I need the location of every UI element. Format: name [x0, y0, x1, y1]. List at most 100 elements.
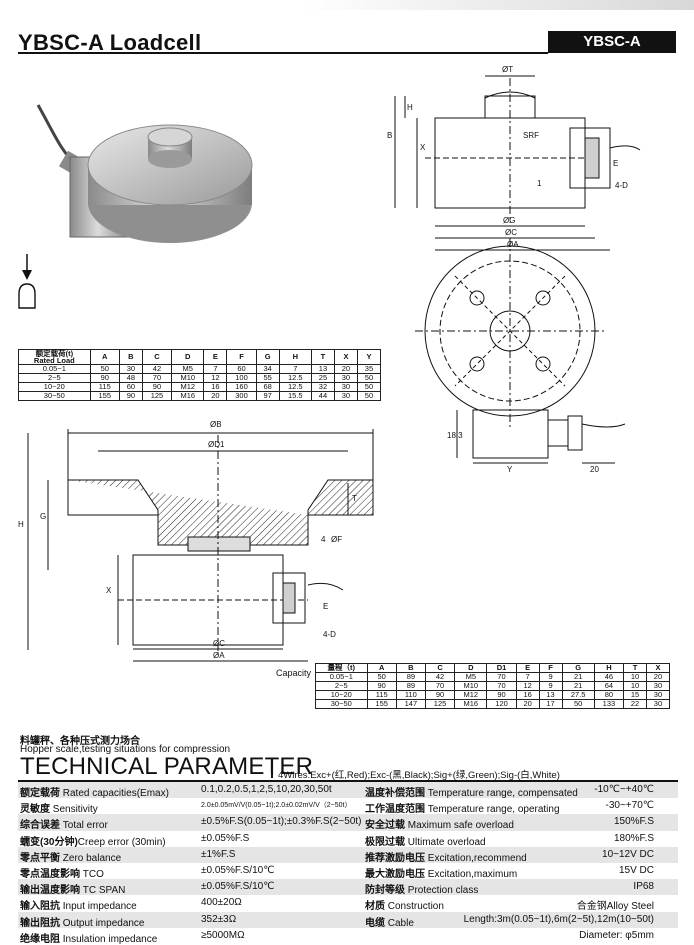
table-cell: 22: [623, 699, 647, 709]
param-label-2-en: Cable: [385, 917, 414, 929]
param-value-2: 150%F.S: [613, 816, 654, 828]
parameter-row: 零点平衡 Zero balance ±1%F.S 推荐激励电压 Excitation…: [18, 846, 678, 864]
table-cell: 30: [645, 699, 671, 709]
param-label-cn: 额定载荷: [20, 788, 60, 799]
usage-cn: 料罐秤、各种压式测力场合: [20, 736, 140, 747]
column-header: X: [333, 349, 358, 365]
param-label-en: Output impedance: [60, 917, 145, 929]
title-rule: [18, 52, 548, 54]
param-label-cn: 输出温度影响: [20, 885, 80, 897]
column-header: Y: [356, 349, 382, 365]
param-label-2: 推荐激励电压 Excitation,recommend: [365, 849, 527, 864]
param-label: 灵敏度 Sensitivity: [20, 800, 98, 815]
table-cell: 125: [141, 391, 173, 401]
table-cell: 15.5: [278, 391, 312, 401]
tech-title-bar: [271, 758, 273, 778]
table-cell: 97: [255, 391, 280, 401]
table-cell: 120: [486, 699, 517, 709]
column-header: D: [171, 349, 205, 365]
param-label: 零点平衡 Zero balance: [20, 849, 121, 864]
dim-label: X: [106, 586, 112, 595]
param-label-2-cn: 材质: [365, 901, 385, 913]
param-label: 输入阻抗 Input impedance: [20, 897, 137, 912]
param-value: 2.0±0.05mV/V(0.05~1t);2.0±0.02mV/V（2~50t…: [201, 802, 352, 810]
dim-label: 20: [590, 465, 599, 474]
param-value-2: 180%F.S: [613, 832, 654, 844]
param-value: ±0.05%F.S: [201, 832, 250, 844]
param-label-2-en: Ultimate overload: [405, 836, 486, 848]
param-label: 绝缘电阻 Insulation impedance: [20, 930, 157, 945]
param-label-en: Input impedance: [60, 901, 137, 913]
param-label: 综合误差 Total error: [20, 816, 108, 831]
param-label-en: TC SPAN: [80, 885, 126, 897]
table-cell: 133: [593, 699, 625, 709]
capacity-label: Capacity: [276, 668, 312, 678]
table-cell: 155: [89, 391, 120, 401]
param-label-2: 最大激励电压 Excitation,maximum: [365, 865, 517, 880]
param-label-2-cn: 防封等级: [365, 885, 405, 897]
param-label-2-cn: 推荐激励电压: [365, 852, 425, 864]
header-cn: 额定载荷(t): [35, 349, 74, 358]
wires-note: 4Wires:Exc+(红,Red);Exc-(黑,Black);Sig+(绿,…: [278, 770, 560, 781]
dim-label: ØG: [503, 216, 515, 225]
table-cell: 50: [561, 699, 595, 709]
parameter-row: 蠕变(30分钟)Creep error (30min) ±0.05%F.S 极限过载…: [18, 831, 678, 848]
param-label-en: Sensitivity: [50, 804, 98, 816]
param-label-2: 防封等级 Protection class: [365, 881, 478, 896]
param-label-2-en: Temperature range, operating: [425, 804, 560, 816]
table-cell: 30: [333, 391, 358, 401]
param-label-cn: 零点温度影响: [20, 868, 80, 880]
param-label-2: 材质 Construction: [365, 897, 444, 912]
param-value: 0.1,0.2,0.5,1,2,5,10,20,30,50t: [201, 784, 332, 795]
table-cell: 44: [310, 391, 335, 401]
dim-label: Y: [507, 465, 513, 474]
dim-label: H: [18, 520, 24, 529]
drawing-top: ØT H B X SRF 1 E 4-D ØG ØC ØA 18.3 Y 20: [387, 65, 641, 474]
param-label-2-en: Excitation,maximum: [425, 868, 518, 880]
dim-label: 4: [321, 535, 326, 544]
parameter-row: 额定载荷 Rated capacities(Emax)0.1,0.2,0.5,1…: [18, 782, 678, 799]
param-value-2: 15V DC: [618, 864, 654, 876]
table-cell: M16: [171, 391, 205, 401]
param-value-2: 合金钢Alloy Steel: [576, 901, 654, 913]
param-label-cn: 综合误差: [20, 820, 60, 832]
param-label-en: TCO: [80, 868, 104, 880]
param-label-cn: 输入阻抗: [20, 901, 60, 913]
dim-label: ØT: [502, 65, 513, 74]
load-direction-icon: [18, 254, 36, 309]
table-cell: 20: [515, 699, 540, 709]
table-cell: 90: [118, 391, 143, 401]
column-header: G: [255, 349, 280, 365]
table-cell: 155: [366, 699, 397, 709]
param-label-en: Creep error (30min): [77, 836, 166, 848]
tech-title: TECHNICAL PARAMETER: [20, 753, 314, 780]
column-header: F: [226, 349, 257, 365]
dim-label: E: [323, 602, 328, 611]
dim-label: SRF: [523, 131, 539, 140]
param-label-en: Zero balance: [60, 852, 122, 864]
drawing-bottom: ØB ØD1 T H G 4 ØF X E 4-D ØC ØA: [18, 420, 374, 662]
table-cell: 147: [395, 699, 426, 709]
param-value: ±1%F.S: [201, 848, 236, 860]
table-cell: 50: [356, 391, 382, 401]
param-label-2: 安全过载 Maximum safe overload: [365, 816, 514, 831]
table-cell: 300: [226, 391, 257, 401]
dim-label: ØF: [331, 535, 342, 544]
param-label-2-cn: 极限过载: [365, 836, 405, 848]
param-label-2: 工作温度范围 Temperature range, operating: [365, 800, 560, 815]
param-label: 输出阻抗 Output impedance: [20, 914, 145, 929]
table-cell: M16: [454, 699, 488, 709]
param-value: ±0.5%F.S(0.05~1t);±0.3%F.S(2~50t): [201, 816, 362, 828]
parameter-row: 灵敏度 Sensitivity 2.0±0.05mV/V(0.05~1t);2.0…: [18, 798, 678, 815]
parameter-table: 额定载荷 Rated capacities(Emax)0.1,0.2,0.5,1…: [18, 782, 678, 945]
param-label: 蠕变(30分钟)Creep error (30min): [20, 833, 166, 848]
table-cell: 20: [203, 391, 228, 401]
